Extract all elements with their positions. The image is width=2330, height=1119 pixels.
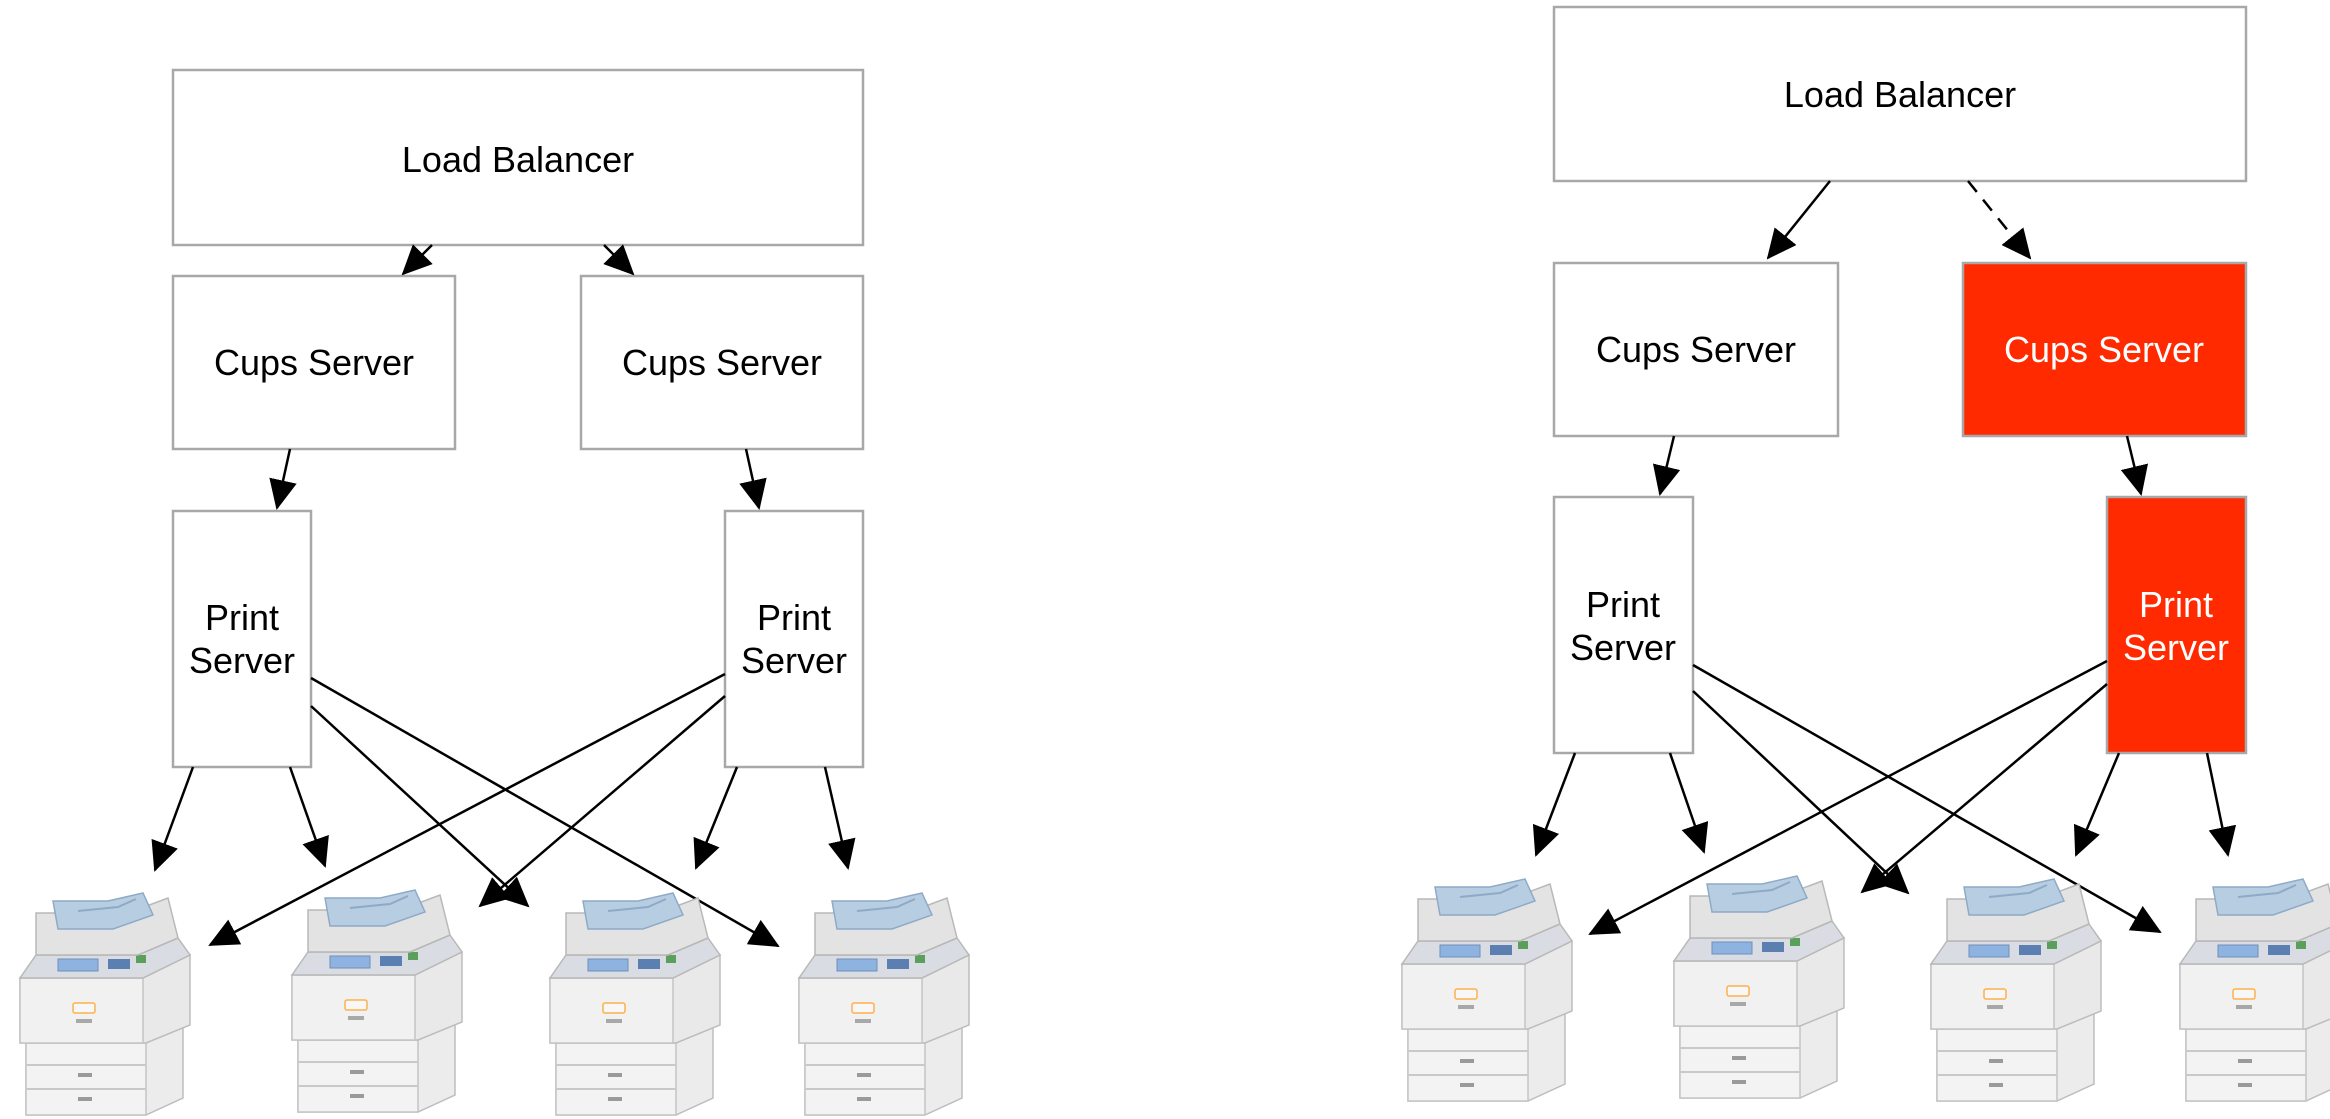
arrow [823,766,856,870]
arrow [151,766,195,872]
arrow [1766,180,1831,260]
printer-copier-icon [1673,875,1845,1099]
print-server-label-line2: Server [1570,627,1676,668]
arrow [269,448,297,510]
arrow [478,695,726,908]
arrow [310,705,530,908]
cups-server-label: Cups Server [214,342,414,383]
printer-copier-icon [549,892,721,1116]
arrow [693,766,739,870]
arrow [1668,752,1709,854]
arrow [2073,752,2121,857]
print-server-label-line1: Print [1586,584,1660,625]
load-balancer-box [171,68,865,247]
arrow [1652,435,1681,496]
cups-server-box [171,274,457,451]
load-balancer-label: Load Balancer [402,139,634,180]
print-server-label-line1: Print [757,597,831,638]
load-balancer-box [1552,5,2248,183]
arrows [1532,180,2237,936]
printer-copier-icon [1930,878,2102,1102]
failed-cups-server-label: Cups Server [2004,329,2204,370]
printer-copier-icon [2179,878,2330,1102]
left-diagram: Load Balancer Cups Server Cups Server Pr… [19,68,970,1116]
print-server-box [1552,495,1695,755]
arrows [151,244,856,948]
arrow [1532,752,1577,857]
arrow [1588,659,2108,936]
printer-copier-icon [291,889,463,1113]
failed-cups-server-box [1961,261,2248,438]
cups-server-label: Cups Server [622,342,822,383]
arrow [288,766,329,868]
print-server-box [171,509,313,769]
failed-print-server-label-line1: Print [2139,584,2213,625]
print-server-label-line2: Server [741,640,847,681]
dashed-arrow [1967,180,2032,260]
arrow [208,672,726,947]
arrow [401,244,433,276]
arrow [310,676,780,948]
load-balancer-label: Load Balancer [1784,74,2016,115]
failed-print-server-label-line2: Server [2123,627,2229,668]
printer-copier-icon [798,892,970,1116]
arrow [603,244,635,276]
arrow [1692,690,1910,895]
arrow [2205,752,2237,857]
arrow [1860,683,2108,894]
printer-copier-icon [1401,878,1573,1102]
cups-server-box [1552,261,1840,438]
printer-copier-icon [19,892,191,1116]
cups-server-label: Cups Server [1596,329,1796,370]
arrow [2120,435,2149,496]
arrow [1692,663,2162,934]
failed-print-server-box [2105,495,2248,755]
right-diagram: Load Balancer Cups Server Cups Server Pr… [1401,5,2330,1102]
print-server-label-line2: Server [189,640,295,681]
print-server-box [723,509,865,769]
cups-server-box [579,274,865,451]
arrow [739,448,767,510]
print-server-label-line1: Print [205,597,279,638]
